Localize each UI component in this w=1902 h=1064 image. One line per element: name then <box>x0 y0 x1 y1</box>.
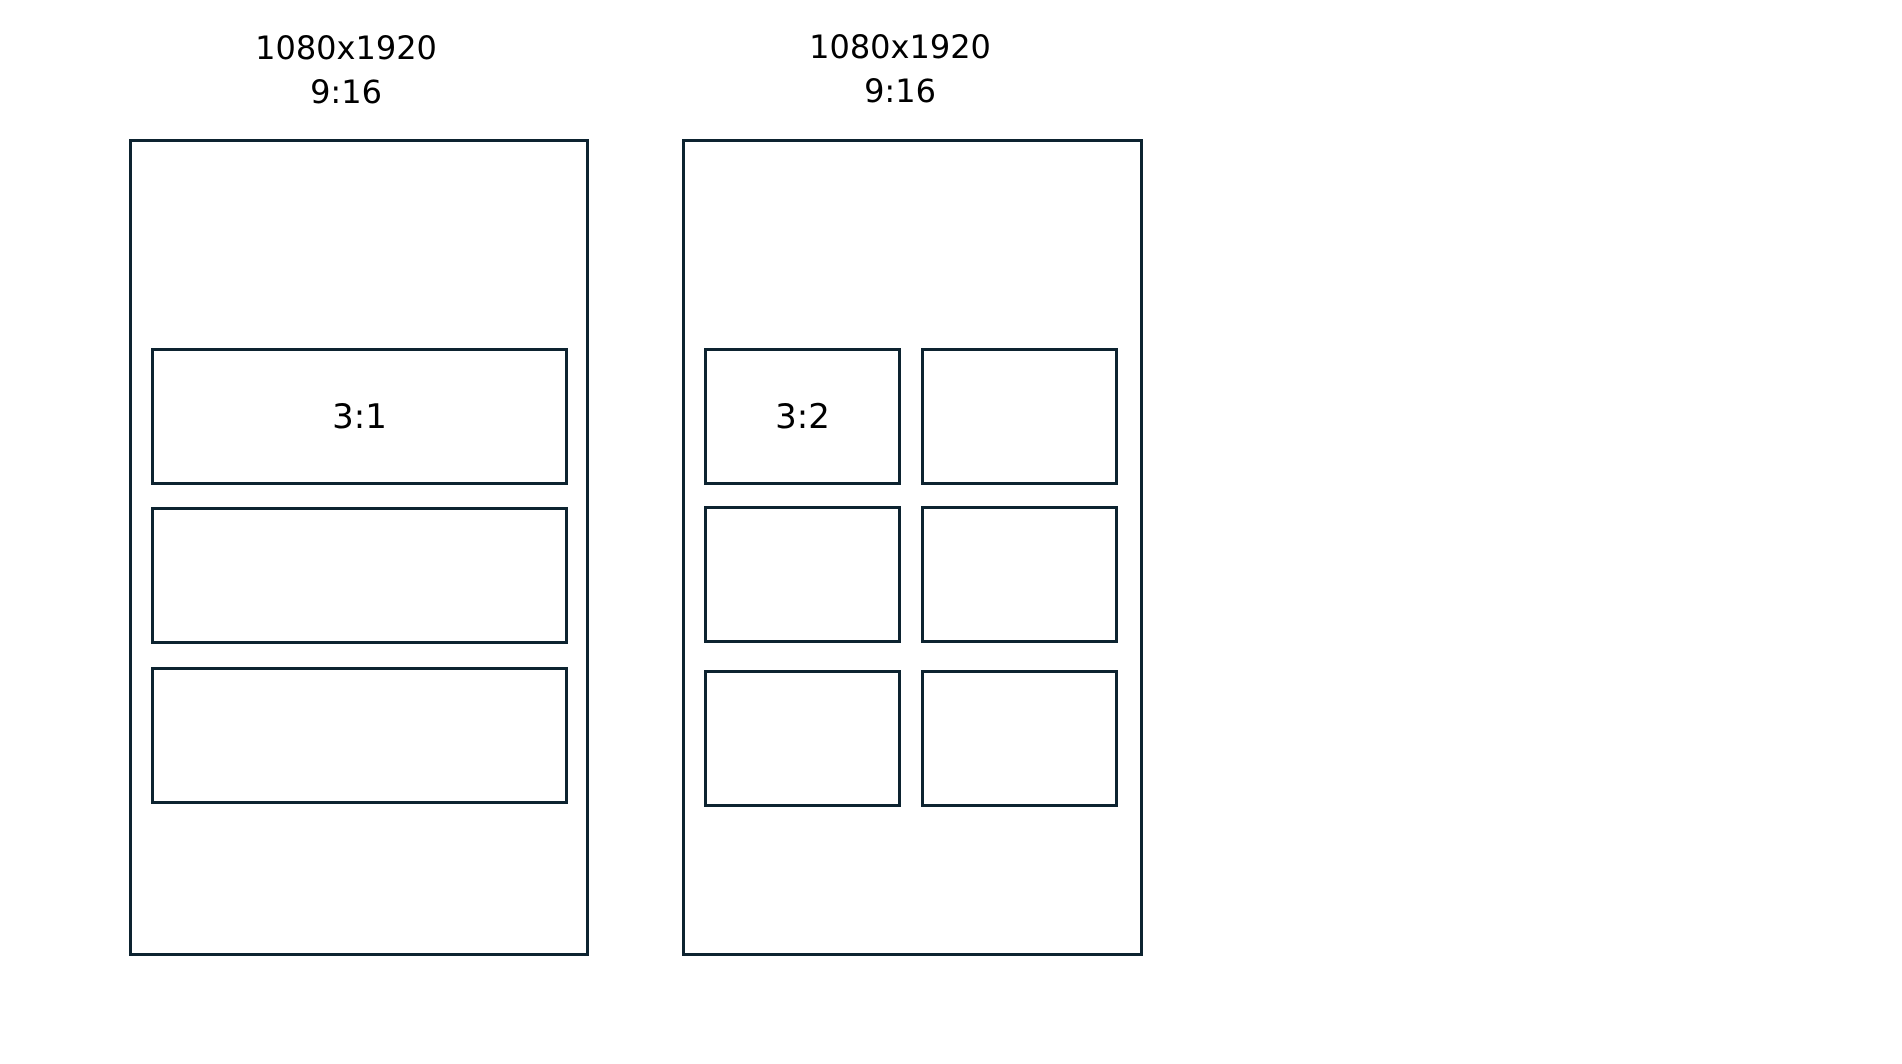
layout-2-slot-r2c1 <box>704 506 901 643</box>
layout-1-resolution: 1080x1920 <box>255 29 437 67</box>
layout-2-slot-r3c2 <box>921 670 1118 807</box>
layout-1-slot-2 <box>151 507 568 644</box>
layout-2-caption: 1080x1920 9:16 <box>730 25 1070 113</box>
layout-2-slot-r1c2 <box>921 348 1118 485</box>
layout-1-caption: 1080x1920 9:16 <box>176 26 516 114</box>
layout-1-slot-label: 3:1 <box>332 396 387 437</box>
layout-2-slot-r2c2 <box>921 506 1118 643</box>
layout-2-slot-label: 3:2 <box>775 396 830 437</box>
layout-2-phone-frame: 3:2 <box>682 139 1143 956</box>
layout-2-slot-r1c1: 3:2 <box>704 348 901 485</box>
layout-2-ratio: 9:16 <box>864 72 936 110</box>
layout-1-slot-3 <box>151 667 568 804</box>
layout-1-phone-frame: 3:1 <box>129 139 589 956</box>
layout-1-ratio: 9:16 <box>310 73 382 111</box>
layout-2-resolution: 1080x1920 <box>809 28 991 66</box>
layout-1-slot-1: 3:1 <box>151 348 568 485</box>
layout-2-slot-r3c1 <box>704 670 901 807</box>
